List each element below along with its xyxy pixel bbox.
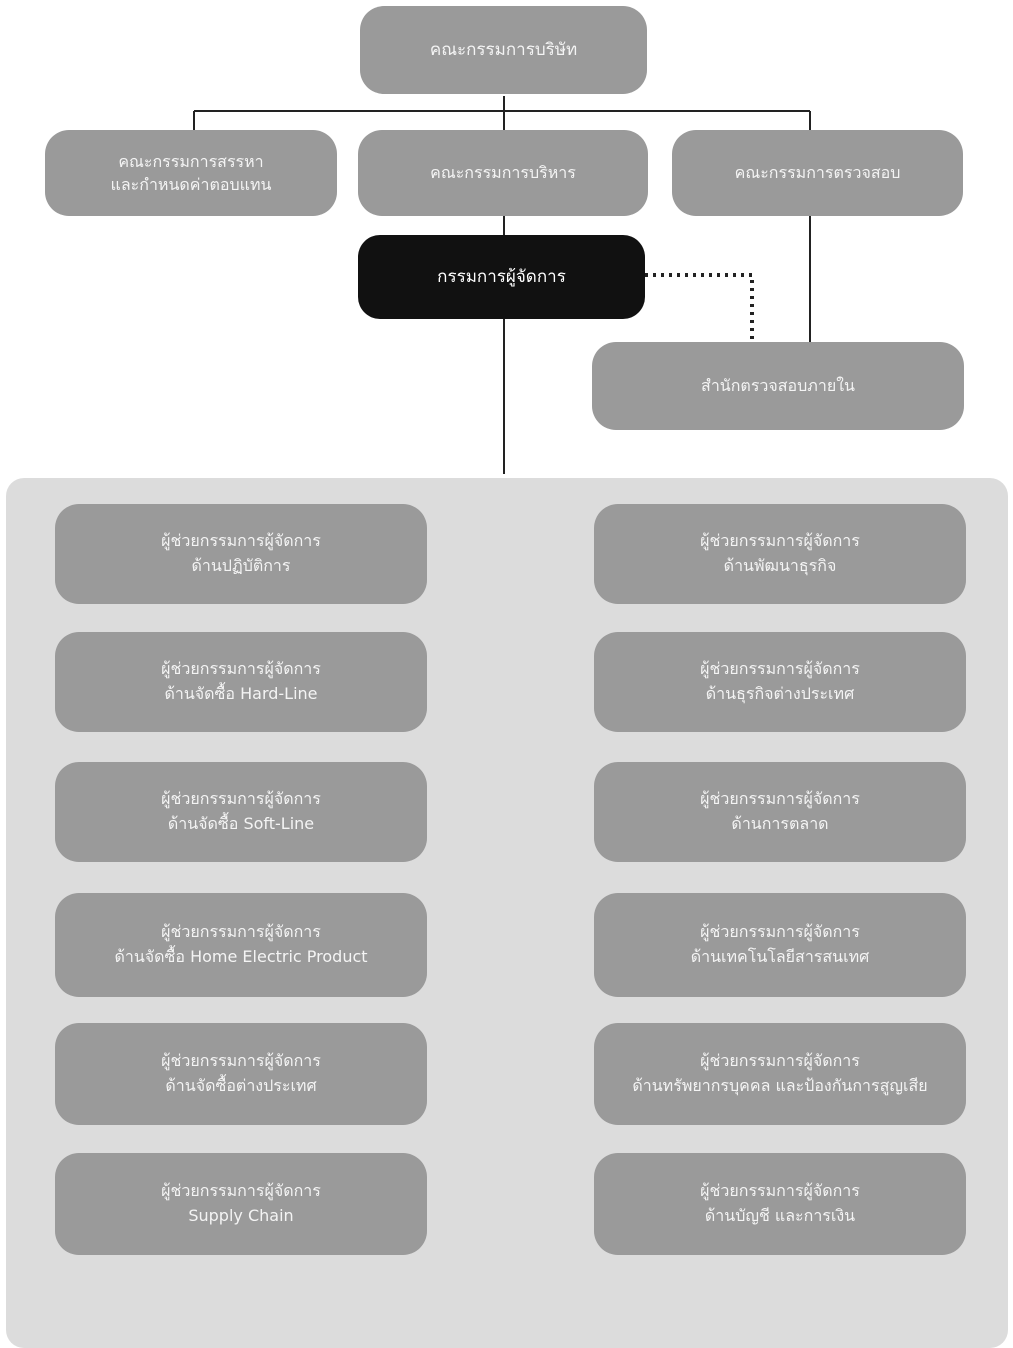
assistant-area: ด้านปฏิบัติการ [191, 556, 291, 575]
assistant-area: ด้านทรัพยากรบุคคล และป้องกันการสูญเสีย [632, 1076, 928, 1095]
assistant-title: ผู้ช่วยกรรมการผู้จัดการ [700, 789, 860, 809]
assistant-title: ผู้ช่วยกรรมการผู้จัดการ [161, 1181, 321, 1201]
assistant-left-1: ผู้ช่วยกรรมการผู้จัดการ ด้านปฏิบัติการ [55, 504, 427, 604]
assistant-title: ผู้ช่วยกรรมการผู้จัดการ [161, 531, 321, 551]
assistant-area: ด้านจัดซื้อ Soft-Line [167, 814, 315, 833]
executive-committee-label: คณะกรรมการบริหาร [430, 163, 576, 183]
assistant-title: ผู้ช่วยกรรมการผู้จัดการ [161, 659, 321, 679]
dotted-md-to-internal-audit [645, 273, 754, 342]
board-label: คณะกรรมการบริษัท [429, 39, 578, 60]
assistant-area: Supply Chain [188, 1206, 294, 1225]
assistant-title: ผู้ช่วยกรรมการผู้จัดการ [700, 1051, 860, 1071]
assistant-left-4: ผู้ช่วยกรรมการผู้จัดการ ด้านจัดซื้อ Home… [55, 893, 427, 997]
board-box: คณะกรรมการบริษัท [360, 6, 647, 94]
assistant-right-2: ผู้ช่วยกรรมการผู้จัดการ ด้านธุรกิจต่างปร… [594, 632, 966, 732]
assistant-left-2: ผู้ช่วยกรรมการผู้จัดการ ด้านจัดซื้อ Hard… [55, 632, 427, 732]
assistant-title: ผู้ช่วยกรรมการผู้จัดการ [161, 922, 321, 942]
assistant-right-4: ผู้ช่วยกรรมการผู้จัดการ ด้านเทคโนโลยีสาร… [594, 893, 966, 997]
managing-director-box: กรรมการผู้จัดการ [358, 235, 645, 319]
assistant-title: ผู้ช่วยกรรมการผู้จัดการ [700, 531, 860, 551]
executive-committee-box: คณะกรรมการบริหาร [358, 130, 648, 216]
assistant-title: ผู้ช่วยกรรมการผู้จัดการ [161, 1051, 321, 1071]
audit-committee-label: คณะกรรมการตรวจสอบ [734, 163, 901, 183]
assistant-left-6: ผู้ช่วยกรรมการผู้จัดการ Supply Chain [55, 1153, 427, 1255]
assistant-left-3: ผู้ช่วยกรรมการผู้จัดการ ด้านจัดซื้อ Soft… [55, 762, 427, 862]
assistant-title: ผู้ช่วยกรรมการผู้จัดการ [700, 659, 860, 679]
assistant-area: ด้านการตลาด [731, 814, 829, 833]
nomination-committee-label-1: คณะกรรมการสรรหา [118, 151, 264, 171]
assistant-area: ด้านธุรกิจต่างประเทศ [705, 684, 855, 703]
internal-audit-label: สำนักตรวจสอบภายใน [701, 376, 855, 396]
assistant-title: ผู้ช่วยกรรมการผู้จัดการ [700, 922, 860, 942]
internal-audit-box: สำนักตรวจสอบภายใน [592, 342, 964, 430]
assistant-area: ด้านบัญชี และการเงิน [704, 1206, 856, 1225]
assistant-left-5: ผู้ช่วยกรรมการผู้จัดการ ด้านจัดซื้อต่างป… [55, 1023, 427, 1125]
nomination-committee-box: คณะกรรมการสรรหา และกำหนดค่าตอบแทน [45, 130, 337, 216]
assistant-area: ด้านเทคโนโลยีสารสนเทศ [690, 947, 870, 966]
nomination-committee-label-2: และกำหนดค่าตอบแทน [110, 175, 272, 194]
assistant-right-6: ผู้ช่วยกรรมการผู้จัดการ ด้านบัญชี และการ… [594, 1153, 966, 1255]
assistant-area: ด้านจัดซื้อ Hard-Line [164, 684, 318, 703]
assistant-area: ด้านพัฒนาธุรกิจ [723, 556, 837, 575]
assistant-right-5: ผู้ช่วยกรรมการผู้จัดการ ด้านทรัพยากรบุคค… [594, 1023, 966, 1125]
audit-committee-box: คณะกรรมการตรวจสอบ [672, 130, 963, 216]
managing-director-label: กรรมการผู้จัดการ [437, 266, 566, 287]
assistant-right-1: ผู้ช่วยกรรมการผู้จัดการ ด้านพัฒนาธุรกิจ [594, 504, 966, 604]
assistant-right-3: ผู้ช่วยกรรมการผู้จัดการ ด้านการตลาด [594, 762, 966, 862]
assistant-area: ด้านจัดซื้อต่างประเทศ [165, 1076, 317, 1095]
assistant-area: ด้านจัดซื้อ Home Electric Product [114, 947, 368, 966]
assistant-title: ผู้ช่วยกรรมการผู้จัดการ [161, 789, 321, 809]
assistant-title: ผู้ช่วยกรรมการผู้จัดการ [700, 1181, 860, 1201]
